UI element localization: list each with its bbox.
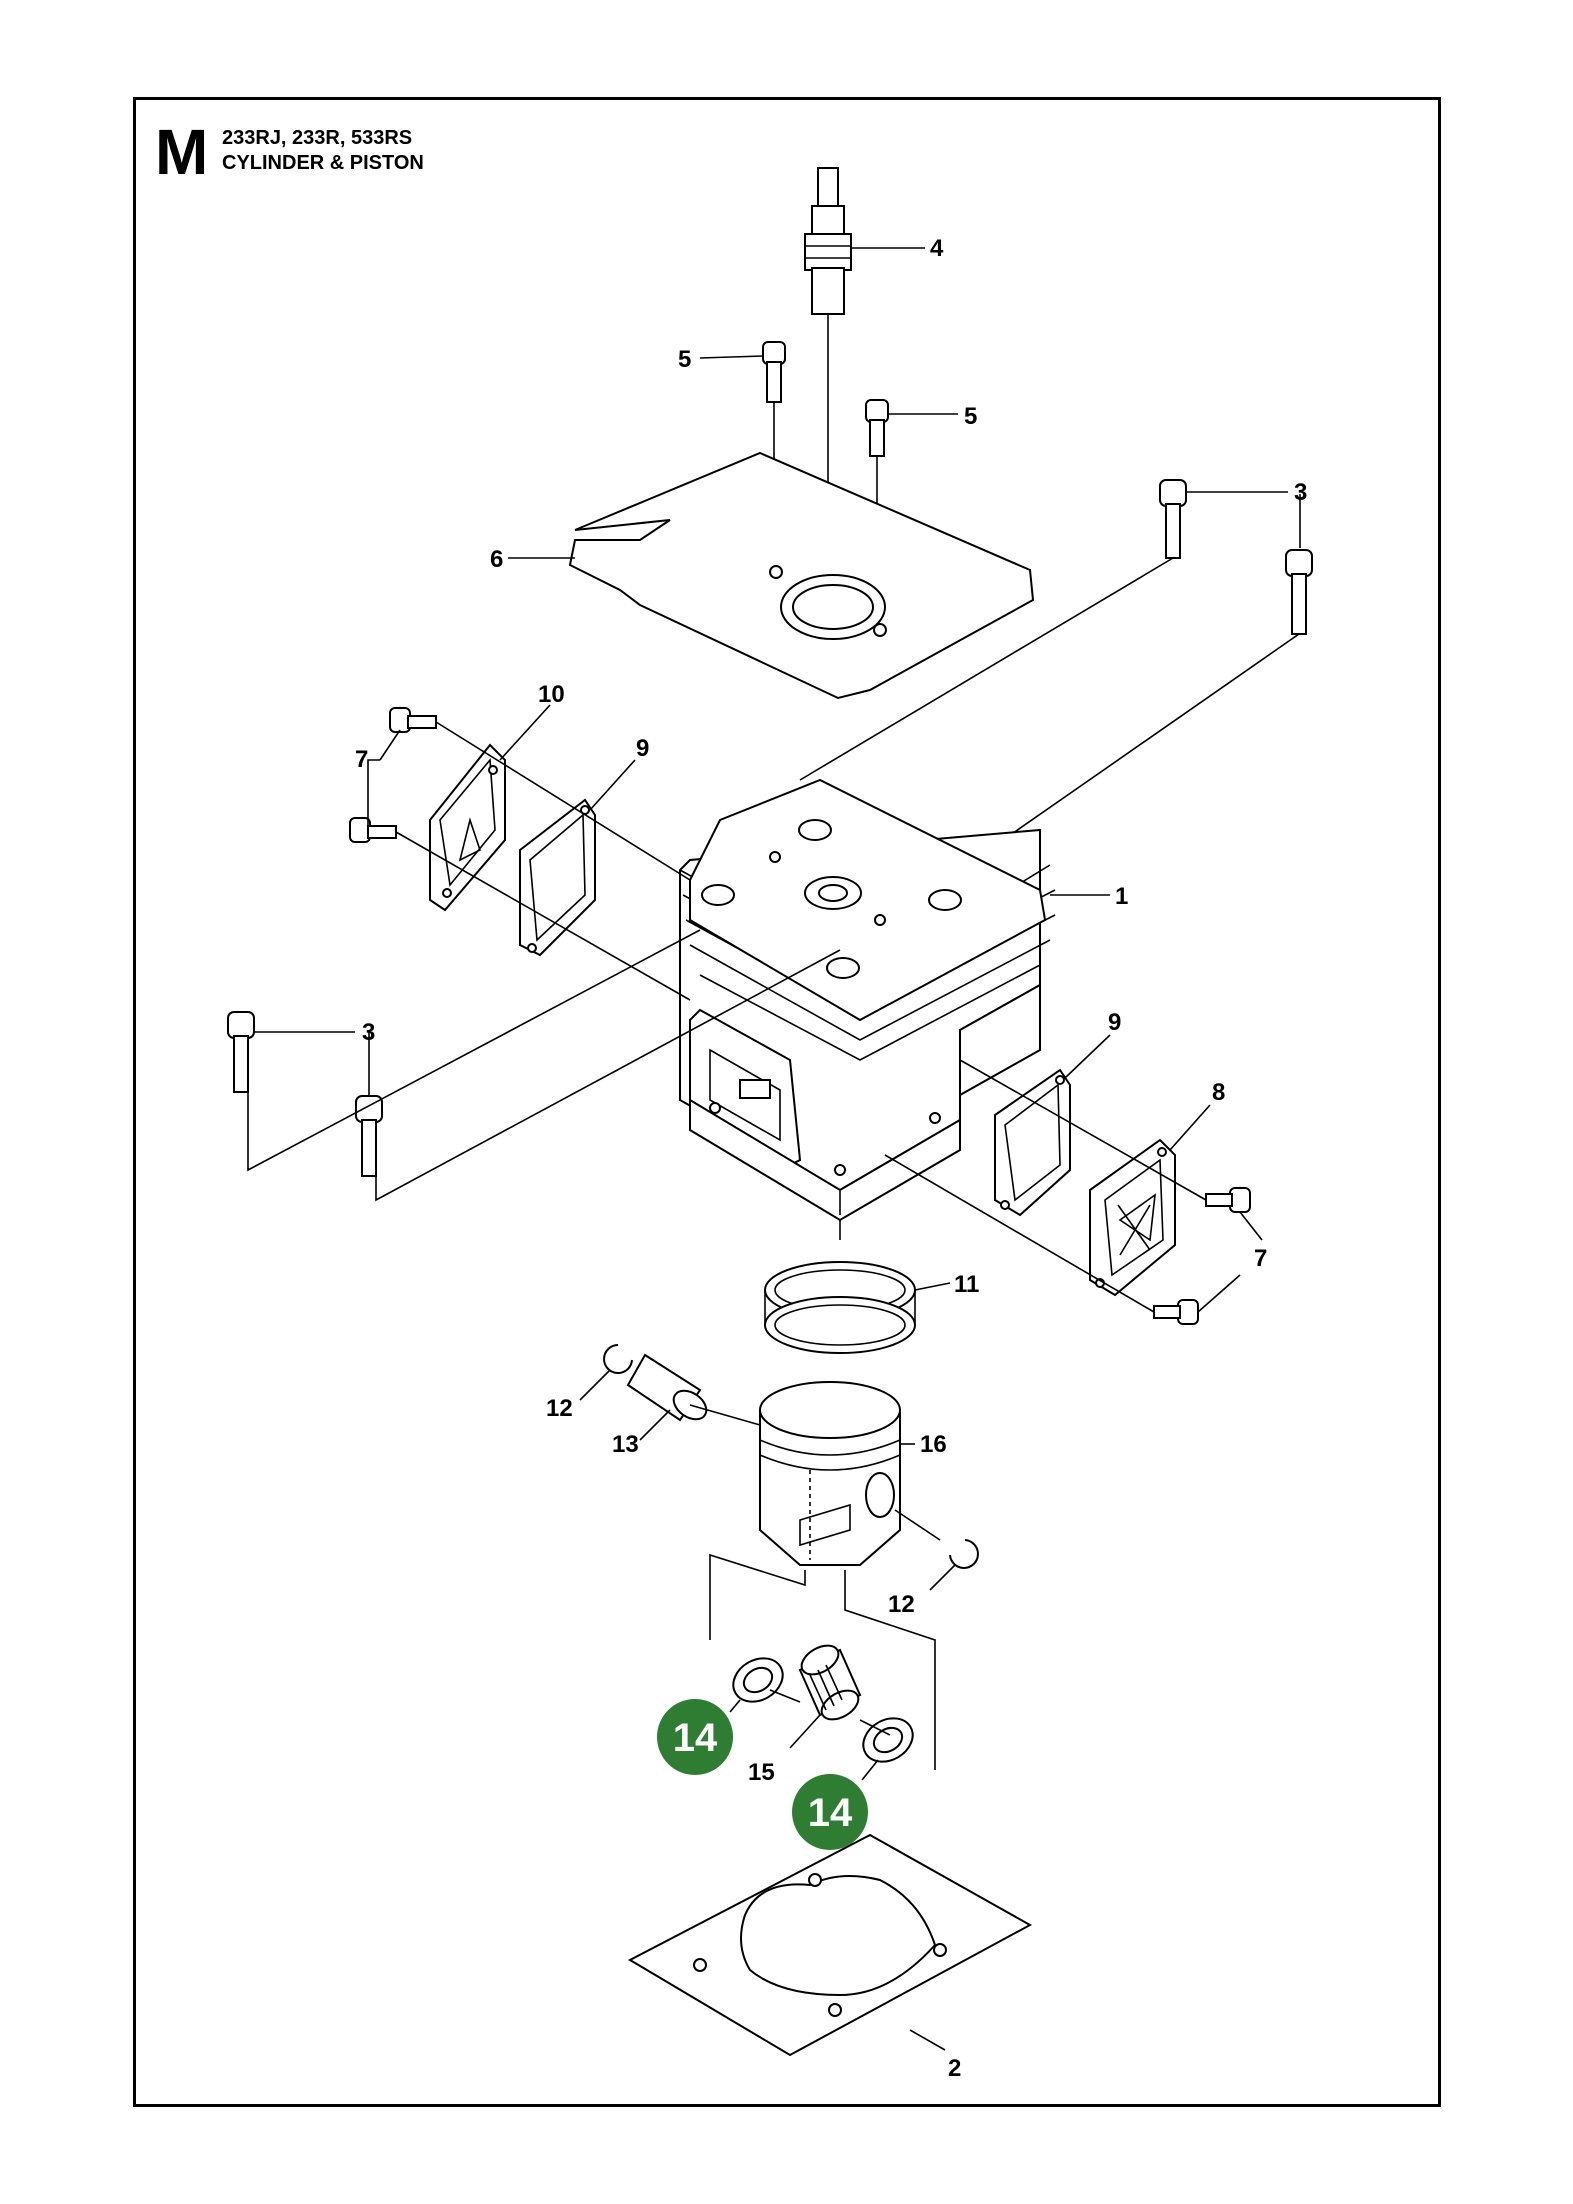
piston — [759, 1381, 901, 1566]
callout-7-left: 7 — [355, 746, 368, 773]
piston-pin — [626, 1353, 708, 1422]
callout-2: 2 — [948, 2055, 961, 2082]
intake-flange-left — [429, 743, 506, 912]
intake-flange-right — [1089, 1138, 1176, 1297]
thrust-washer-left — [732, 1657, 784, 1703]
screw-3-left-a — [227, 1011, 255, 1093]
callout-5-right: 5 — [964, 403, 977, 430]
badge-14-right — [792, 1774, 868, 1850]
intake-gasket-left — [519, 798, 596, 957]
callout-4: 4 — [930, 235, 944, 262]
callout-7-right: 7 — [1254, 1245, 1267, 1272]
callout-3-top: 3 — [1294, 479, 1307, 506]
screw-3-top-a — [1159, 479, 1187, 559]
callout-1: 1 — [1115, 883, 1128, 910]
callout-5-left: 5 — [678, 346, 691, 373]
callout-11: 11 — [954, 1271, 979, 1298]
callout-9-right: 9 — [1108, 1009, 1121, 1036]
screw-7-right-a — [1205, 1187, 1251, 1213]
callout-14-left: 14 — [673, 1716, 718, 1760]
callout-13: 13 — [612, 1431, 639, 1458]
callout-9-left: 9 — [636, 735, 649, 762]
needle-bearing — [798, 1644, 862, 1721]
diagram-title: CYLINDER & PISTON — [222, 152, 424, 174]
callout-3-left: 3 — [362, 1019, 375, 1046]
callout-14-right: 14 — [808, 1791, 853, 1835]
circlip-left — [603, 1344, 633, 1374]
callout-12-right: 12 — [888, 1591, 915, 1618]
head-gasket — [568, 451, 1035, 700]
intake-gasket-right — [994, 1068, 1071, 1217]
screw-7-left-b — [349, 817, 397, 843]
section-letter: M — [155, 116, 209, 188]
badge-14-left — [657, 1699, 733, 1775]
screw-3-top-b — [1285, 549, 1313, 635]
base-gasket — [627, 1833, 1033, 2057]
callout-16: 16 — [920, 1431, 947, 1458]
callout-12-left: 12 — [546, 1395, 573, 1422]
screw-7-right-b — [1153, 1299, 1199, 1325]
thrust-washer-right — [862, 1717, 914, 1763]
callout-8: 8 — [1212, 1079, 1225, 1106]
screw-3-left-b — [355, 1095, 383, 1177]
screw-7-left-a — [389, 707, 437, 733]
callout-6: 6 — [490, 546, 503, 573]
callout-10: 10 — [538, 681, 565, 708]
circlip-right — [949, 1539, 979, 1569]
piston-rings — [764, 1261, 916, 1354]
cylinder — [679, 778, 1056, 1240]
model-list: 233RJ, 233R, 533RS — [222, 127, 413, 149]
callout-15: 15 — [748, 1759, 775, 1786]
screw-5-left — [762, 341, 786, 560]
diagram-frame — [133, 97, 1441, 2107]
